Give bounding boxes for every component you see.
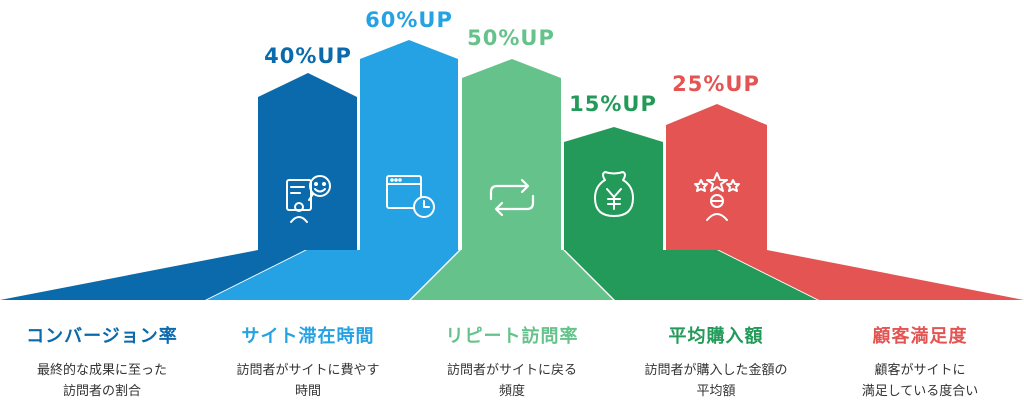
metric-description-stay-time: 訪問者がサイトに費やす 時間 bbox=[236, 363, 380, 399]
bar-1 bbox=[258, 73, 357, 250]
metric-title-repeat-rate: リピート訪問率 bbox=[445, 326, 579, 347]
percent-label-3: 50%UP bbox=[467, 26, 555, 50]
floor-band-5 bbox=[719, 250, 1024, 300]
percent-label-5: 25%UP bbox=[672, 72, 760, 96]
metric-description-satisfaction: 顧客がサイトに 満足している度合い bbox=[861, 363, 979, 399]
bar-2 bbox=[360, 40, 458, 250]
stars-person-icon bbox=[694, 172, 740, 221]
metric-title-conversion: コンバージョン率 bbox=[26, 326, 178, 347]
percent-label-4: 15%UP bbox=[569, 92, 657, 116]
bar-3 bbox=[462, 59, 561, 250]
bar-5 bbox=[666, 104, 767, 250]
metric-title-satisfaction: 顧客満足度 bbox=[872, 326, 968, 347]
browser-clock-icon bbox=[386, 175, 435, 218]
percent-label-2: 60%UP bbox=[365, 8, 453, 32]
percent-label-1: 40%UP bbox=[264, 44, 352, 68]
metric-description-repeat-rate: 訪問者がサイトに戻る 頻度 bbox=[446, 363, 577, 399]
bar-4 bbox=[564, 127, 663, 250]
metric-description-conversion: 最終的な成果に至った 訪問者の割合 bbox=[36, 363, 167, 399]
metric-description-average-purchase: 訪問者が購入した金額の 平均額 bbox=[644, 363, 788, 399]
chat-person-icon bbox=[286, 175, 331, 223]
metric-title-stay-time: サイト滞在時間 bbox=[241, 326, 375, 347]
repeat-arrows-icon bbox=[489, 178, 535, 217]
floor-band-2 bbox=[207, 250, 459, 300]
floor-band-4 bbox=[565, 250, 817, 300]
floor-band-3 bbox=[411, 250, 613, 300]
yen-bag-icon bbox=[594, 171, 634, 217]
floor-band-1 bbox=[0, 250, 305, 300]
metric-title-average-purchase: 平均購入額 bbox=[668, 326, 764, 347]
